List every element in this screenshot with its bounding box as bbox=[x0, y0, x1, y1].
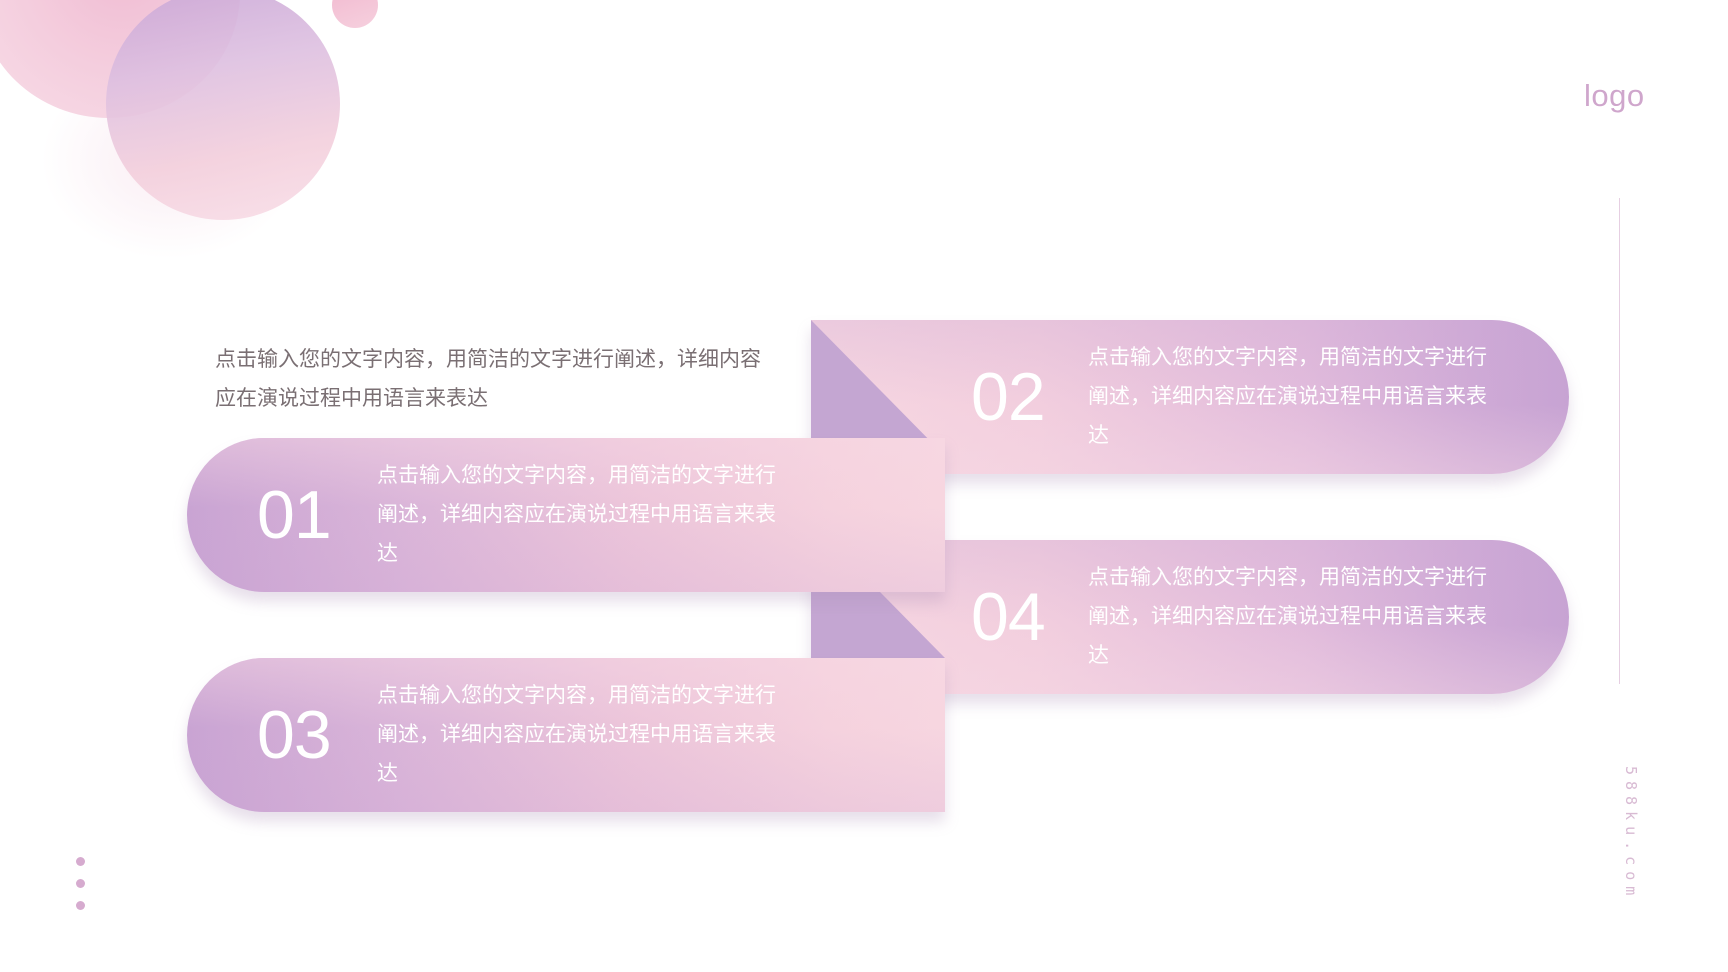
decor-dot bbox=[76, 901, 85, 910]
card-number: 03 bbox=[257, 697, 332, 773]
card-01: 01 点击输入您的文字内容，用简洁的文字进行阐述，详细内容应在演说过程中用语言来… bbox=[187, 438, 945, 592]
decor-dot bbox=[76, 879, 85, 888]
card-number: 04 bbox=[971, 579, 1046, 655]
card-number: 02 bbox=[971, 359, 1046, 435]
site-watermark: 588ku.com bbox=[1622, 766, 1640, 902]
decor-dot bbox=[76, 857, 85, 866]
card-02: 02 点击输入您的文字内容，用简洁的文字进行阐述，详细内容应在演说过程中用语言来… bbox=[811, 320, 1569, 474]
card-text: 点击输入您的文字内容，用简洁的文字进行阐述，详细内容应在演说过程中用语言来表达 bbox=[1088, 345, 1487, 447]
decor-bubble-small bbox=[332, 0, 378, 28]
side-divider bbox=[1619, 198, 1620, 684]
card-number: 01 bbox=[257, 477, 332, 553]
card-text: 点击输入您的文字内容，用简洁的文字进行阐述，详细内容应在演说过程中用语言来表达 bbox=[1088, 565, 1487, 667]
card-text: 点击输入您的文字内容，用简洁的文字进行阐述，详细内容应在演说过程中用语言来表达 bbox=[377, 683, 776, 785]
decor-bubble-medium bbox=[106, 0, 340, 220]
card-03: 03 点击输入您的文字内容，用简洁的文字进行阐述，详细内容应在演说过程中用语言来… bbox=[187, 658, 945, 812]
card-text: 点击输入您的文字内容，用简洁的文字进行阐述，详细内容应在演说过程中用语言来表达 bbox=[377, 463, 776, 565]
intro-text: 点击输入您的文字内容，用简洁的文字进行阐述，详细内容应在演说过程中用语言来表达 bbox=[215, 347, 761, 410]
logo: logo bbox=[1584, 78, 1645, 113]
